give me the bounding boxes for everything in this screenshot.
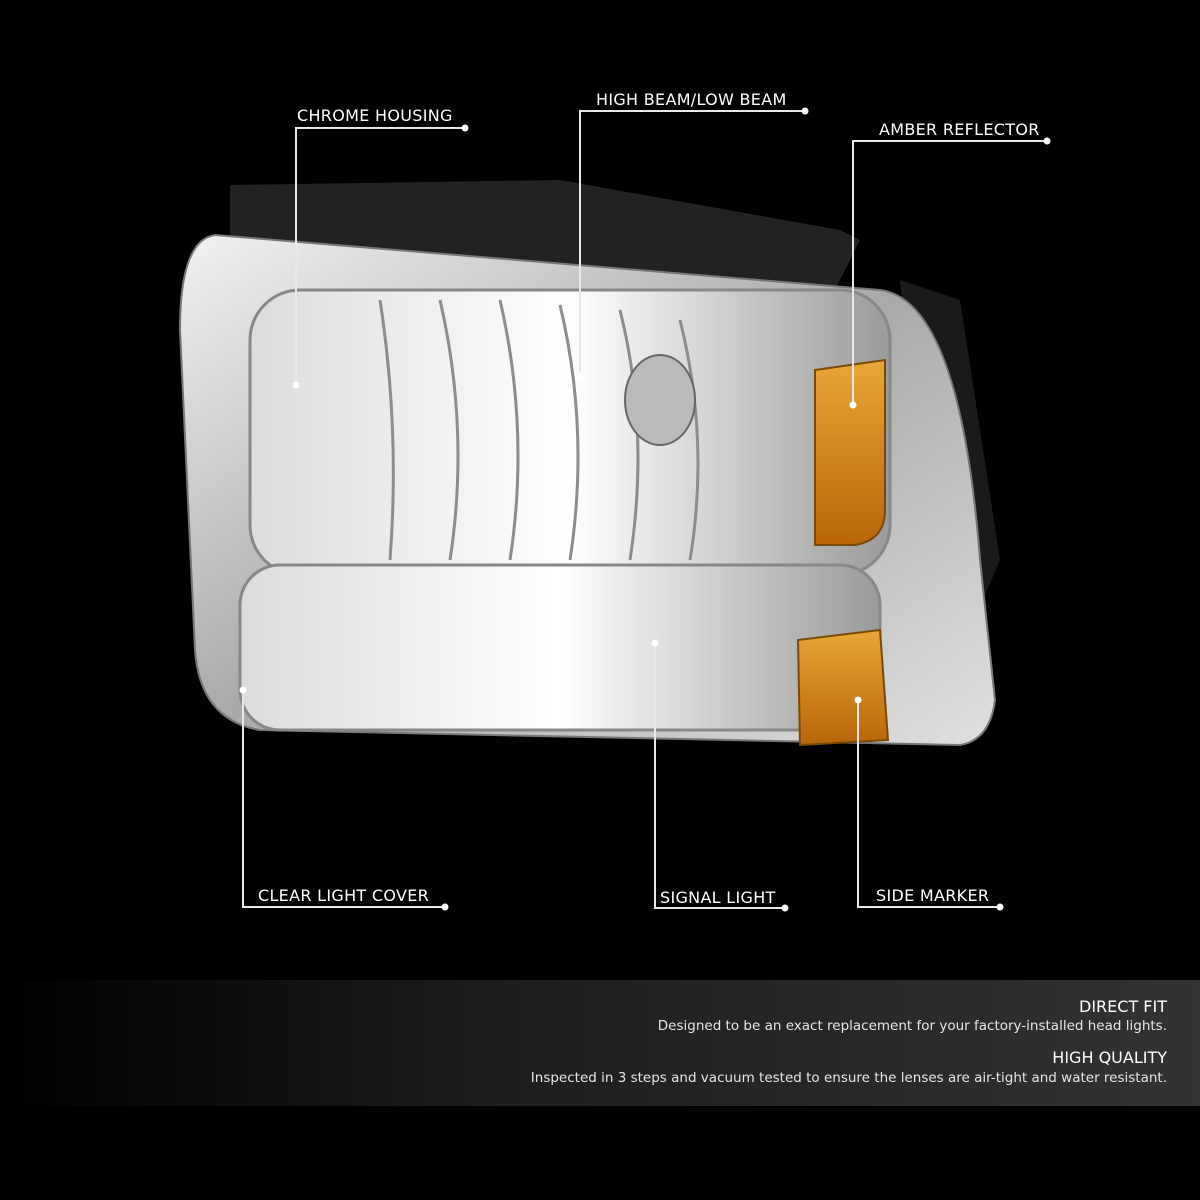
high-beam-bowl — [248, 288, 892, 577]
callout-signal-light: SIGNAL LIGHT — [660, 888, 776, 907]
bulb — [624, 354, 696, 446]
signal-bowl — [238, 563, 882, 732]
callout-chrome-housing: CHROME HOUSING — [297, 106, 453, 125]
callout-side-marker: SIDE MARKER — [876, 886, 990, 905]
callout-amber-reflector: AMBER REFLECTOR — [879, 120, 1040, 139]
feature-band: DIRECT FIT Designed to be an exact repla… — [0, 980, 1200, 1106]
callout-clear-light-cover: CLEAR LIGHT COVER — [258, 886, 430, 905]
feature-title: DIRECT FIT — [1079, 997, 1167, 1016]
feature-title: HIGH QUALITY — [1052, 1048, 1167, 1067]
amber-reflector — [814, 358, 886, 546]
side-marker — [796, 628, 890, 747]
feature-description: Inspected in 3 steps and vacuum tested t… — [530, 1070, 1167, 1086]
callout-high-low-beam: HIGH BEAM/LOW BEAM — [596, 90, 787, 109]
feature-description: Designed to be an exact replacement for … — [657, 1018, 1167, 1034]
